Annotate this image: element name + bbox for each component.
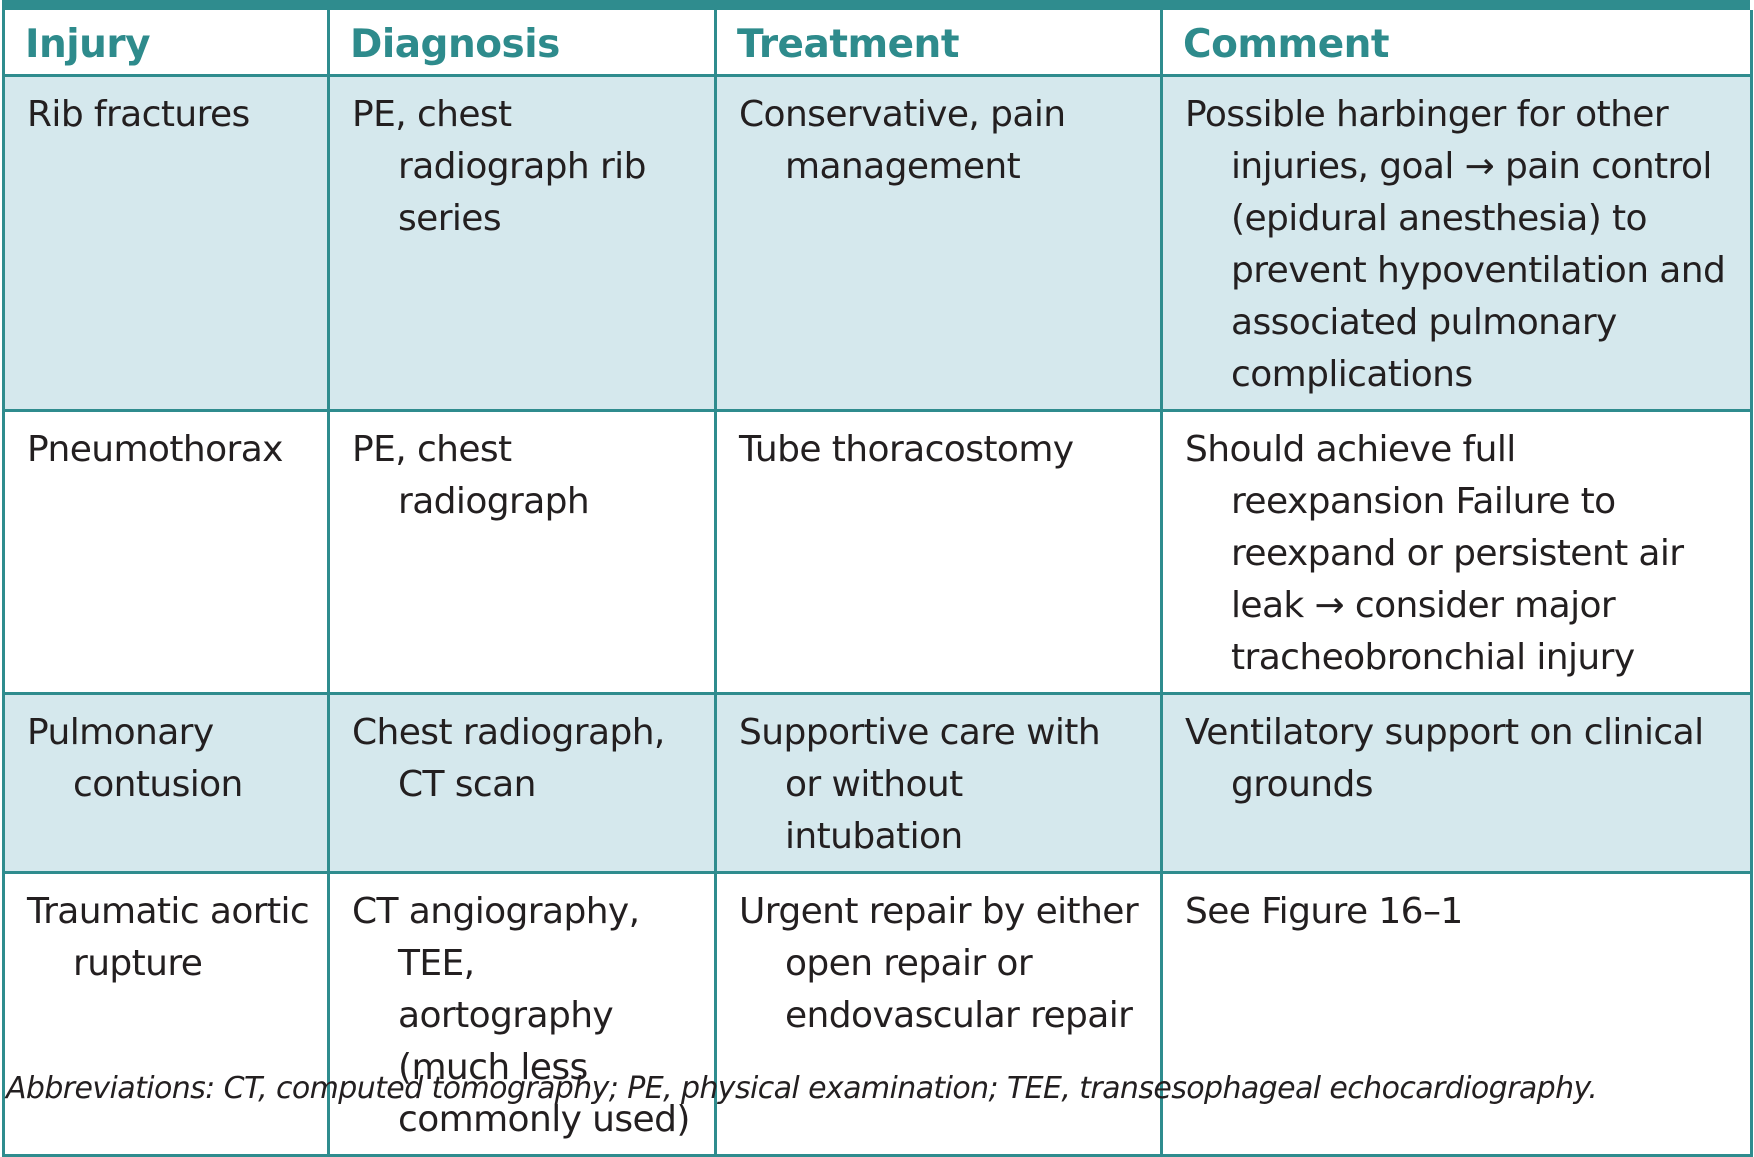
cell-comment-text: Ventilatory support on clinical grounds: [1185, 711, 1704, 805]
cell-treatment: Urgent repair by either open repair or e…: [714, 870, 1163, 1157]
cell-treatment-text: Conservative, pain management: [739, 93, 1066, 187]
cell-diagnosis: PE, chest radiograph: [327, 408, 717, 695]
cell-injury-text: Rib fractures: [27, 93, 250, 135]
cell-injury: Rib fractures: [2, 73, 330, 412]
header-diagnosis: Diagnosis: [327, 10, 717, 77]
cell-comment-text: Possible harbinger for other injuries, g…: [1185, 93, 1726, 395]
chest-injury-table: Injury Diagnosis Treatment Comment Rib f…: [2, 10, 1753, 1157]
table-row: Rib fractures PE, chest radiograph rib s…: [2, 73, 1753, 412]
cell-diagnosis: PE, chest radiograph rib series: [327, 73, 717, 412]
header-comment: Comment: [1160, 10, 1753, 77]
header-treatment: Treatment: [714, 10, 1163, 77]
table-row: Traumatic aortic rupture CT angiography,…: [2, 870, 1753, 1157]
cell-comment-text: See Figure 16–1: [1185, 890, 1463, 932]
cell-comment: Possible harbinger for other injuries, g…: [1160, 73, 1753, 412]
header-injury: Injury: [2, 10, 330, 77]
cell-treatment: Conservative, pain management: [714, 73, 1163, 412]
cell-injury-text: Pulmonary contusion: [27, 711, 243, 805]
cell-diagnosis-text: PE, chest radiograph rib series: [352, 93, 646, 239]
table-row: Pulmonary contusion Chest radiograph, CT…: [2, 691, 1753, 874]
cell-treatment-text: Urgent repair by either open repair or e…: [739, 890, 1139, 1036]
cell-comment: See Figure 16–1: [1160, 870, 1753, 1157]
cell-injury: Pulmonary contusion: [2, 691, 330, 874]
abbreviations-footnote: Abbreviations: CT, computed tomography; …: [6, 1071, 1598, 1106]
table-top-rule: [2, 0, 1750, 10]
cell-comment-text: Should achieve full reexpansion Failure …: [1185, 428, 1684, 678]
cell-diagnosis: Chest radiograph, CT scan: [327, 691, 717, 874]
cell-comment: Should achieve full reexpansion Failure …: [1160, 408, 1753, 695]
table-row: Pneumothorax PE, chest radiograph Tube t…: [2, 408, 1753, 695]
cell-treatment-text: Tube thoracostomy: [739, 428, 1074, 470]
cell-treatment-text: Supportive care with or without intubati…: [739, 711, 1101, 857]
cell-treatment: Tube thoracostomy: [714, 408, 1163, 695]
cell-injury: Pneumothorax: [2, 408, 330, 695]
cell-injury-text: Pneumothorax: [27, 428, 283, 470]
cell-diagnosis-text: PE, chest radiograph: [352, 428, 590, 522]
cell-injury: Traumatic aortic rupture: [2, 870, 330, 1157]
cell-comment: Ventilatory support on clinical grounds: [1160, 691, 1753, 874]
cell-diagnosis: CT angiography, TEE, aortography (much l…: [327, 870, 717, 1157]
table-header-row: Injury Diagnosis Treatment Comment: [2, 10, 1753, 77]
cell-injury-text: Traumatic aortic rupture: [27, 890, 310, 984]
cell-diagnosis-text: CT angiography, TEE, aortography (much l…: [352, 890, 690, 1140]
cell-treatment: Supportive care with or without intubati…: [714, 691, 1163, 874]
cell-diagnosis-text: Chest radiograph, CT scan: [352, 711, 665, 805]
